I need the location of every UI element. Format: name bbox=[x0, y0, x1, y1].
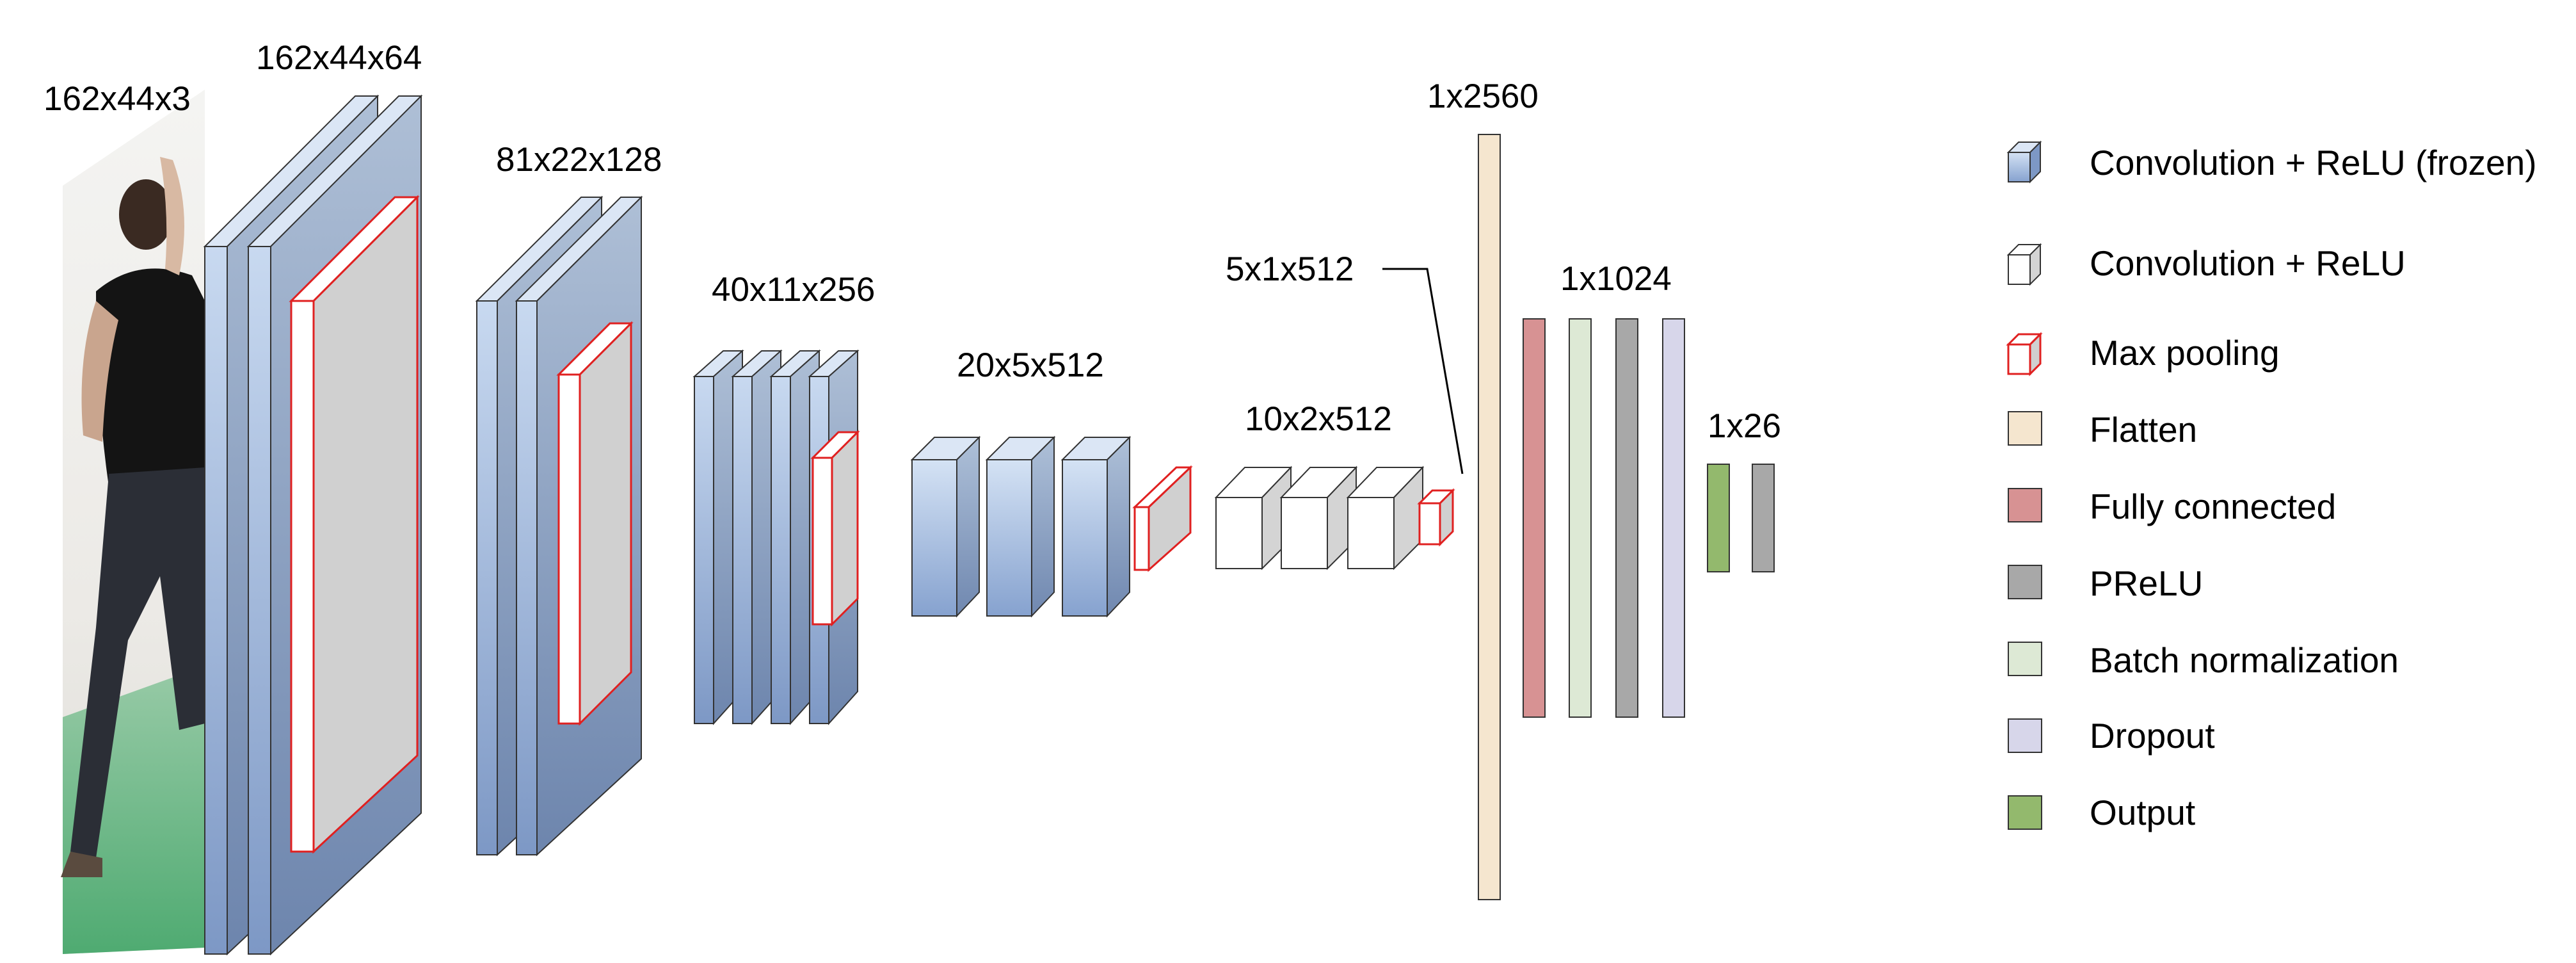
batch-norm-layer bbox=[1569, 318, 1592, 718]
fc-dim-label: 1x1024 bbox=[1560, 260, 1672, 298]
legend-label: PReLU bbox=[2090, 563, 2203, 603]
legend-label: Batch normalization bbox=[2090, 640, 2399, 680]
legend-label: Output bbox=[2090, 793, 2195, 832]
max-pool-layer bbox=[556, 321, 634, 726]
block3-dim-label: 40x11x256 bbox=[712, 271, 875, 309]
legend-label: Fully connected bbox=[2090, 487, 2336, 526]
legend-swatch-prelu bbox=[2008, 565, 2042, 599]
conv-block-3 bbox=[692, 349, 860, 725]
block2-dim-label: 81x22x128 bbox=[496, 141, 662, 179]
conv-frozen-cube bbox=[985, 435, 1056, 618]
block1-dim-label: 162x44x64 bbox=[256, 39, 422, 77]
max-pool-layer bbox=[1417, 488, 1455, 547]
conv-block-1 bbox=[203, 94, 423, 956]
legend-item-fc: Fully connected bbox=[2008, 487, 2336, 526]
max-pool-layer bbox=[810, 430, 860, 627]
pool5-dim-label: 5x1x512 bbox=[1226, 250, 1354, 288]
block5-dim-label: 10x2x512 bbox=[1245, 400, 1392, 438]
dropout-layer bbox=[1662, 318, 1685, 718]
legend-item-output: Output bbox=[2008, 793, 2195, 832]
legend-item-conv: Convolution + ReLU bbox=[2006, 243, 2406, 286]
legend-swatch-flatten bbox=[2008, 411, 2042, 446]
max-pool-layer bbox=[289, 195, 420, 854]
input-image bbox=[61, 90, 205, 954]
prelu-layer bbox=[1615, 318, 1638, 718]
legend-swatch-dropout bbox=[2008, 718, 2042, 753]
output-layer bbox=[1707, 464, 1730, 572]
conv-cube bbox=[1346, 465, 1425, 571]
legend-item-prelu: PReLU bbox=[2008, 563, 2203, 603]
conv-frozen-cube bbox=[1060, 435, 1132, 618]
legend-item-maxpool: Max pooling bbox=[2006, 332, 2280, 376]
output-dim-label: 1x26 bbox=[1708, 407, 1781, 445]
legend-label: Dropout bbox=[2090, 716, 2215, 756]
legend-label: Flatten bbox=[2090, 410, 2197, 449]
input-dim-label: 162x44x3 bbox=[44, 80, 191, 118]
fully-connected-layer bbox=[1523, 318, 1546, 718]
conv-block-2 bbox=[475, 195, 643, 857]
legend-swatch-fc bbox=[2008, 488, 2042, 522]
legend-swatch-maxpool bbox=[2006, 332, 2043, 376]
dense-layers bbox=[1478, 134, 1775, 900]
legend-item-flatten: Flatten bbox=[2008, 410, 2197, 449]
legend-swatch-output bbox=[2008, 795, 2042, 830]
person-figure bbox=[61, 157, 205, 877]
legend-swatch-conv bbox=[2006, 243, 2042, 286]
legend-item-batchnorm: Batch normalization bbox=[2008, 640, 2399, 680]
legend-item-dropout: Dropout bbox=[2008, 716, 2215, 756]
conv-cube bbox=[1279, 465, 1358, 571]
legend-label: Convolution + ReLU (frozen) bbox=[2090, 143, 2537, 182]
legend-item-conv-frozen: Convolution + ReLU (frozen) bbox=[2006, 140, 2537, 184]
pool5-leader-line bbox=[1382, 268, 1464, 474]
flatten-dim-label: 1x2560 bbox=[1427, 77, 1539, 115]
block4-dim-label: 20x5x512 bbox=[957, 346, 1104, 384]
legend-swatch-conv-frozen bbox=[2006, 140, 2042, 184]
legend-swatch-batchnorm bbox=[2008, 642, 2042, 676]
legend-label: Max pooling bbox=[2090, 333, 2280, 373]
legend-label: Convolution + ReLU bbox=[2090, 243, 2406, 283]
legend: Convolution + ReLU (frozen) Convolution … bbox=[2006, 140, 2537, 832]
flatten-layer bbox=[1478, 134, 1501, 900]
conv-frozen-cube bbox=[910, 435, 981, 618]
output-activation-layer bbox=[1752, 464, 1775, 572]
conv-block-5 bbox=[1214, 465, 1455, 571]
dimension-labels: 162x44x3 162x44x64 81x22x128 40x11x256 2… bbox=[44, 39, 1781, 445]
max-pool-layer bbox=[1132, 465, 1193, 572]
conv-block-4 bbox=[910, 435, 1193, 618]
conv-cube bbox=[1214, 465, 1293, 571]
